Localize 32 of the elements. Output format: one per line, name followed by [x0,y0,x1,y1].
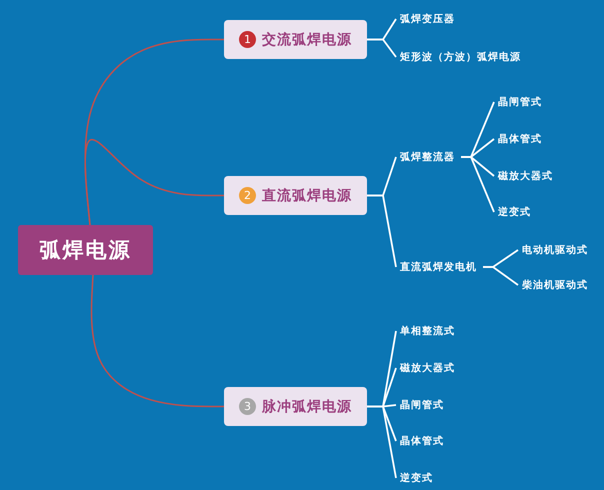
subtopic-label: 磁放大器式 [400,360,455,376]
subtopic-label: 单相整流式 [400,323,455,339]
subtopic-label: 逆变式 [498,204,531,220]
connector-line [84,139,224,226]
topic-box [224,387,367,426]
number-badge: 1 [239,31,256,48]
subtopic-label: 晶闸管式 [400,397,444,413]
topic-label: 直流弧焊电源 [262,186,352,204]
subtopic-label: 晶闸管式 [498,94,542,110]
connector-line [461,156,495,212]
subtopic-label: 矩形波（方波）弧焊电源 [400,49,521,65]
topic-label: 脉冲弧焊电源 [262,398,352,416]
topic-box [224,20,367,59]
topic-label: 交流弧焊电源 [262,30,352,48]
subtopic-label: 磁放大器式 [498,168,553,184]
subtopic-label: 晶体管式 [400,433,444,449]
subtopic-label: 电动机驱动式 [522,242,588,258]
connector-line [483,266,519,286]
connector-line [367,406,397,478]
connector-line [90,274,224,408]
number-badge: 3 [239,398,256,415]
subtopic-label: 弧焊变压器 [400,11,455,27]
connector-line [367,38,397,58]
subtopic-label: 晶体管式 [498,131,542,147]
connector-line [367,194,397,268]
subtopic-label: 逆变式 [400,470,433,486]
number-badge: 2 [239,187,256,204]
subtopic-label: 弧焊整流器 [400,149,455,165]
subtopic-label: 柴油机驱动式 [522,277,588,293]
topic-box [224,176,367,215]
root-topic-box: 弧焊电源 [18,225,153,275]
subtopic-label: 直流弧焊发电机 [400,259,477,275]
